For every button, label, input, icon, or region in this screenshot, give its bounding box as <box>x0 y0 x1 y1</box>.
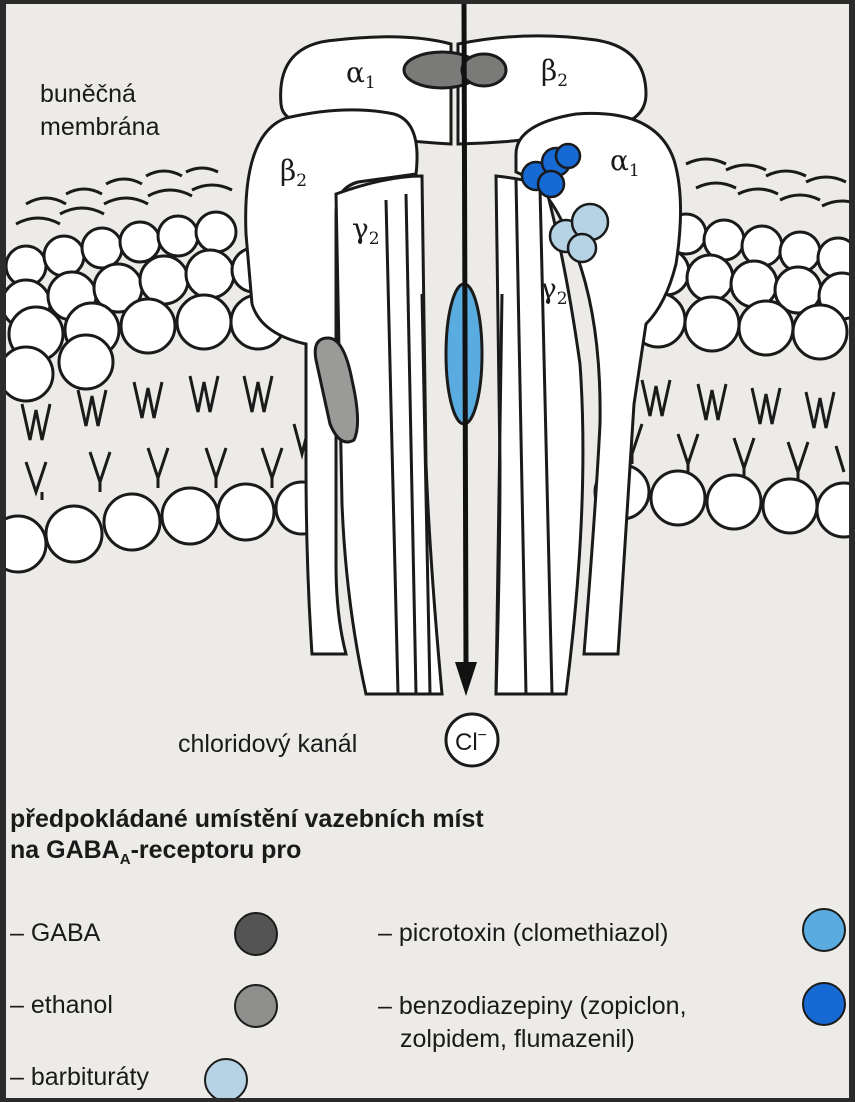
membrane-label: buněčná membrána <box>40 78 160 144</box>
legend-item-picrotoxin: – picrotoxin (clomethiazol) <box>378 918 668 949</box>
ethanol-swatch-icon <box>234 984 278 1028</box>
membrane-label-line1: buněčná <box>40 78 160 111</box>
membrane-label-line2: membrána <box>40 111 160 144</box>
picrotoxin-swatch-icon <box>802 908 846 952</box>
legend-heading-line1: předpokládané umístění vazebních míst <box>10 804 484 835</box>
lipid-tails-left <box>22 376 322 500</box>
gaba-swatch-icon <box>234 912 278 956</box>
barbiturates-swatch-icon <box>204 1058 248 1098</box>
legend-item-gaba: – GABA <box>10 918 100 949</box>
legend-heading-line2: na GABAA-receptoru pro <box>10 835 484 875</box>
legend-item-benzodiazepines: – benzodiazepiny (zopiclon, zolpidem, fl… <box>378 990 687 1056</box>
legend-item-barbiturates: – barbituráty <box>10 1062 149 1093</box>
membrane-left-bottom <box>6 482 328 572</box>
page: Cl− α1 β2 β2 α1 γ2 γ2 buněčná membrána c… <box>6 4 849 1098</box>
membrane-right-bottom <box>595 465 849 537</box>
lipid-tails-right <box>622 380 844 482</box>
legend-item-ethanol: – ethanol <box>10 990 113 1021</box>
benzodiazepines-swatch-icon <box>802 982 846 1026</box>
membrane-left <box>6 168 285 401</box>
legend-item-benzodiazepines-line1: – benzodiazepiny (zopiclon, <box>378 990 687 1023</box>
channel-label: chloridový kanál <box>178 730 357 759</box>
legend-heading: předpokládané umístění vazebních míst na… <box>10 804 484 875</box>
legend-item-benzodiazepines-line2: zolpidem, flumazenil) <box>378 1023 687 1056</box>
